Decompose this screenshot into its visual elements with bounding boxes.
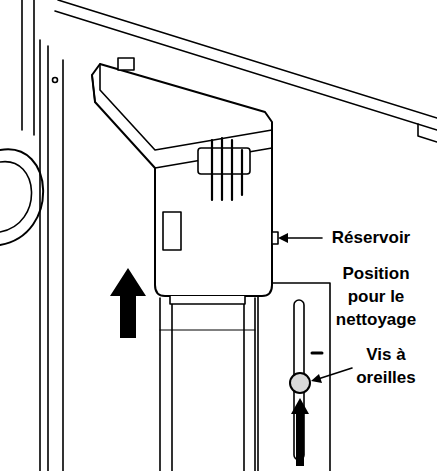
leader-arrowhead — [278, 233, 288, 243]
lift-arrow — [291, 398, 309, 466]
tube — [160, 298, 255, 471]
pipe — [22, 0, 34, 135]
frame-panel — [40, 40, 63, 471]
frame-hole — [53, 78, 58, 83]
hose — [0, 149, 43, 245]
bracket-plate — [258, 283, 330, 471]
bracket-mark — [312, 352, 322, 355]
hose — [0, 162, 32, 232]
part-label: Vis à oreilles — [340, 343, 432, 389]
part-label: Position pour le nettoyage — [330, 262, 422, 331]
leader-line — [318, 368, 352, 379]
reservoir-window — [163, 212, 181, 250]
reservoir-base — [170, 296, 245, 304]
lift-arrow — [110, 268, 146, 338]
wing-screw — [290, 373, 310, 393]
leader-arrowhead — [311, 374, 322, 383]
part-label: Réservoir — [325, 226, 417, 249]
reservoir-clip — [272, 232, 278, 244]
reservoir-tab — [118, 58, 134, 70]
sensor-prong — [212, 138, 242, 200]
leader-line — [285, 237, 322, 239]
tube — [160, 330, 255, 331]
reservoir-body — [92, 64, 272, 296]
frame-rail — [418, 124, 437, 142]
